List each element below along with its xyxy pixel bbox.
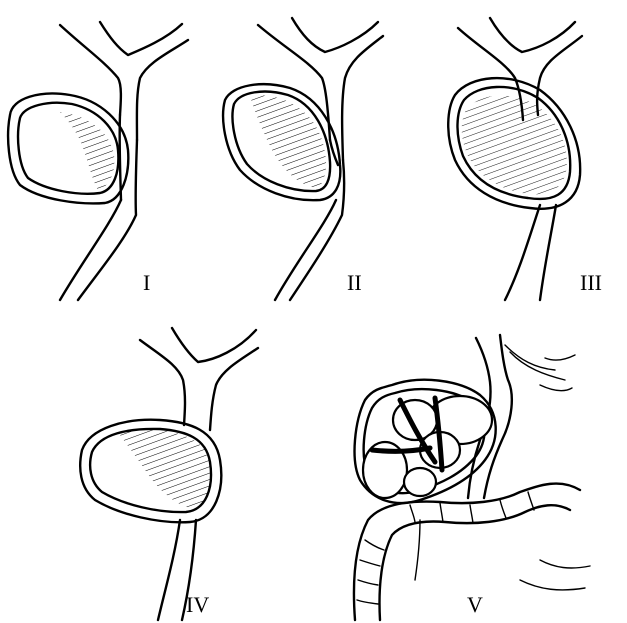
bile-duct-tree [60, 22, 188, 300]
panel-label-2: II [347, 270, 362, 295]
panel-2: II [223, 18, 383, 300]
panel-3: III [448, 18, 602, 300]
panel-5: V [354, 335, 590, 620]
gallstones [363, 396, 492, 498]
gallbladder-sac [223, 84, 340, 200]
panel-label-4: IV [186, 592, 209, 617]
panel-label-3: III [580, 270, 602, 295]
gallbladder-sac [448, 78, 580, 209]
panel-label-1: I [143, 270, 150, 295]
panel-4: IV [80, 328, 258, 620]
gallbladder-sac [8, 94, 128, 204]
panel-label-5: V [467, 592, 483, 617]
panel-1: I [8, 22, 188, 300]
gallstone [404, 468, 436, 496]
gallbladder-sac [80, 420, 221, 523]
